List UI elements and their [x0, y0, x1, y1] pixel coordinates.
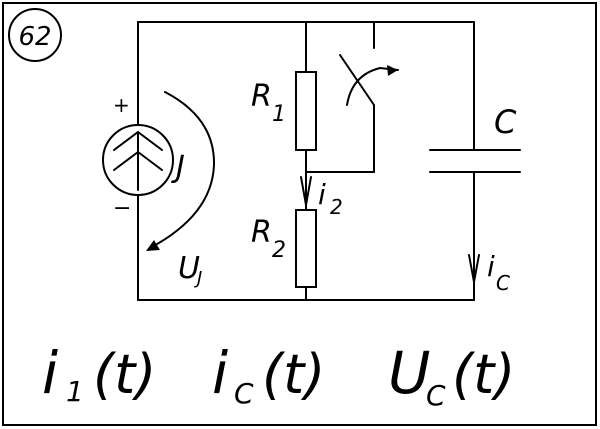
label-r2: R	[251, 215, 272, 250]
label-c: C	[494, 103, 517, 141]
task-ic: i C (t)	[212, 339, 325, 410]
current-source	[102, 124, 174, 196]
task-ic-base: i	[212, 339, 228, 407]
source-voltage-arrow	[146, 91, 216, 251]
plus-sign: +	[113, 93, 130, 117]
task-ic-sub: C	[234, 377, 254, 410]
minus-sign: −	[113, 196, 131, 221]
capacitor-c	[429, 149, 521, 173]
label-i2: i	[318, 178, 326, 211]
task-expressions: i 1 (t) i C (t) U C (t)	[42, 339, 515, 412]
task-i1-arg: (t)	[93, 343, 156, 406]
problem-number-badge: 62	[8, 8, 62, 62]
switch	[339, 54, 399, 106]
task-ic-arg: (t)	[262, 343, 325, 406]
task-uc-sub: C	[426, 379, 446, 412]
label-r2-sub: 2	[272, 238, 286, 263]
resistor-r2	[295, 209, 317, 288]
label-r1: R	[251, 79, 272, 114]
task-uc-arg: (t)	[452, 343, 515, 406]
problem-number: 62	[18, 22, 51, 52]
current-arrow-i2	[300, 176, 312, 206]
label-source-voltage-sub: J	[194, 268, 202, 289]
label-ic: i	[487, 250, 495, 283]
task-i1-base: i	[42, 339, 58, 407]
current-arrow-ic	[468, 254, 480, 283]
task-i1-sub: 1	[66, 375, 84, 408]
label-ic-sub: C	[496, 271, 510, 295]
task-uc: U C (t)	[388, 339, 515, 412]
label-r1-sub: 1	[272, 102, 286, 127]
resistor-r1	[295, 71, 317, 151]
task-i1: i 1 (t)	[42, 339, 156, 408]
task-uc-base: U	[388, 339, 430, 407]
circuit-wires	[137, 21, 475, 301]
label-source-voltage: U	[178, 251, 200, 286]
label-i2-sub: 2	[330, 195, 343, 219]
